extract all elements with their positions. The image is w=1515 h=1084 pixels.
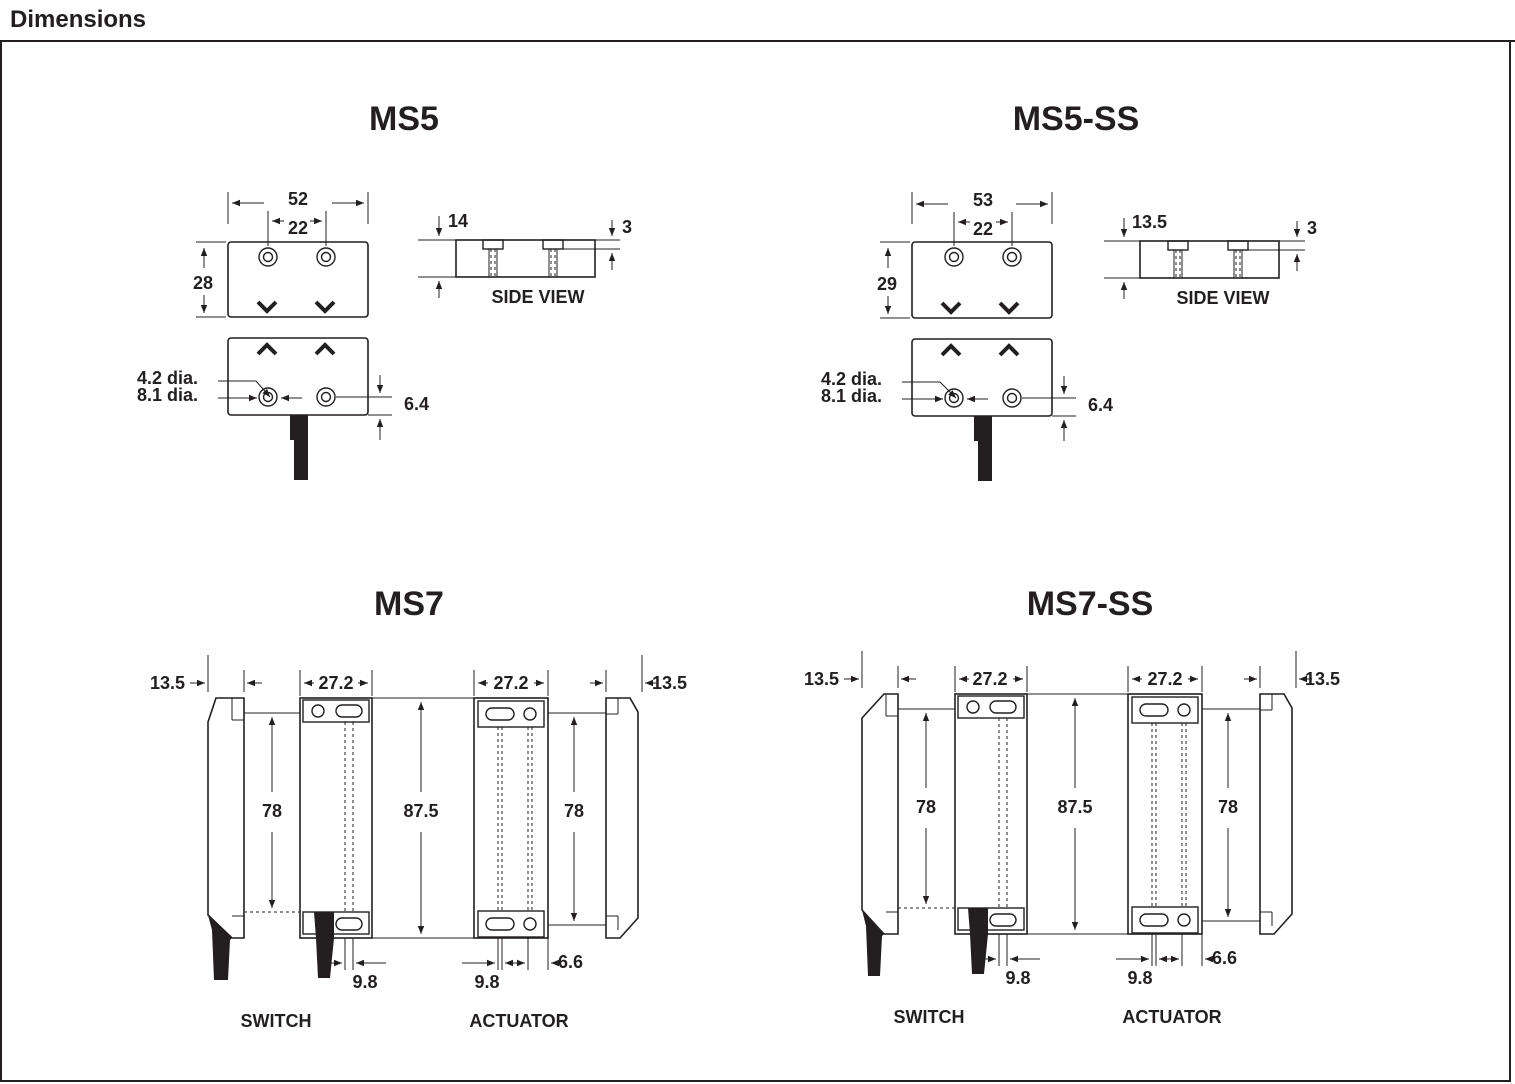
ms7ss-switch-label: SWITCH — [894, 1007, 965, 1027]
ms5-cable-boot — [290, 415, 308, 440]
ms5ss-dia-large-label: 8.1 dia. — [821, 386, 882, 406]
ms7ss-left-cable — [862, 910, 884, 976]
ms7ss-switch-body — [954, 693, 1028, 935]
ms5ss-width-label: 53 — [973, 190, 993, 210]
ms7ss-title: MS7-SS — [1027, 585, 1154, 623]
ms7ss-center-height-label: 87.5 — [1057, 797, 1092, 817]
ms5ss-title: MS5-SS — [1013, 100, 1140, 138]
ms5-offset-label: 6.4 — [404, 394, 429, 414]
ms5-side-body — [455, 239, 596, 278]
chevron-down-icon — [940, 301, 962, 315]
ms7ss-drawing: MS7-SS 13.5 — [804, 585, 1340, 1027]
ms7ss-actuator-body — [1127, 693, 1203, 935]
ms5ss-side-view-label: SIDE VIEW — [1176, 288, 1269, 308]
ms7-switch-cable — [314, 912, 334, 978]
ms5-cable — [294, 438, 308, 480]
ms5-hole-outer — [316, 247, 336, 267]
chevron-down-icon — [998, 301, 1020, 315]
panel-header: Dimensions — [0, 0, 1515, 42]
ms5-hole-inner — [262, 251, 274, 263]
chevron-up-icon — [256, 342, 278, 356]
ms5ss-switch-body — [911, 241, 1053, 319]
ms7ss-right-depth-label: 13.5 — [1305, 669, 1340, 689]
ms7-actuator-hole-label: 9.8 — [474, 972, 499, 992]
ms7-drawing: MS7 — [150, 585, 687, 1031]
ms5ss-dia-small-label: 4.2 dia. — [821, 369, 882, 389]
ms7-left-height-label: 78 — [262, 801, 282, 821]
ms5-dia-large-label: 8.1 dia. — [137, 385, 198, 405]
ms5-width-label: 52 — [288, 189, 308, 209]
ms5-actuator-body — [227, 337, 369, 416]
ms5-side-top-label: 3 — [622, 217, 632, 237]
ms7-switch-width-label: 27.2 — [318, 673, 353, 693]
ms7ss-actuator-hole-label: 9.8 — [1127, 968, 1152, 988]
ms7-right-height-label: 78 — [564, 801, 584, 821]
chevron-up-icon — [314, 342, 336, 356]
ms7-actuator-label: ACTUATOR — [469, 1011, 568, 1031]
ms7ss-actuator-edge-label: 6.6 — [1212, 948, 1237, 968]
ms5ss-actuator-body — [911, 338, 1053, 417]
ms5-side-view-label: SIDE VIEW — [491, 287, 584, 307]
ms7-right-block — [605, 697, 639, 939]
ms5ss-side-height-label: 13.5 — [1132, 212, 1167, 232]
ms7-title: MS7 — [374, 585, 444, 623]
ms7ss-right-block — [1259, 693, 1293, 935]
ms5-hole-inner — [320, 251, 332, 263]
ms7ss-left-depth-label: 13.5 — [804, 669, 839, 689]
ms5ss-drawing: MS5-SS 53 22 29 13.5 — [821, 100, 1317, 481]
ms5ss-offset-label: 6.4 — [1088, 395, 1113, 415]
ms7-left-cable — [208, 915, 232, 980]
ms7-left-block — [207, 697, 245, 939]
ms7-actuator-body — [473, 697, 549, 939]
ms7-left-depth-label: 13.5 — [150, 673, 185, 693]
panel-title: Dimensions — [10, 6, 147, 33]
ms7ss-right-height-label: 78 — [1218, 797, 1238, 817]
ms5ss-cable-boot — [974, 416, 992, 441]
ms5-spacing-label: 22 — [288, 218, 308, 238]
chevron-down-icon — [314, 300, 336, 314]
ms5ss-spacing-label: 22 — [973, 219, 993, 239]
ms7ss-left-height-label: 78 — [916, 797, 936, 817]
ms5-height-label: 28 — [193, 273, 213, 293]
ms5-drawing: MS5 52 22 28 — [137, 100, 632, 480]
ms5-switch-body — [227, 241, 369, 318]
ms7ss-switch-hole-label: 9.8 — [1005, 968, 1030, 988]
chevron-down-icon — [256, 300, 278, 314]
ms5ss-side-top-label: 3 — [1307, 218, 1317, 238]
ms5-dia-small-label: 4.2 dia. — [137, 368, 198, 388]
chevron-up-icon — [998, 343, 1020, 357]
ms5-title: MS5 — [369, 100, 439, 138]
ms7ss-switch-cable — [968, 908, 988, 974]
ms7ss-switch-width-label: 27.2 — [972, 669, 1007, 689]
ms7-right-depth-label: 13.5 — [652, 673, 687, 693]
ms7ss-actuator-width-label: 27.2 — [1147, 669, 1182, 689]
ms7-actuator-edge-label: 6.6 — [558, 952, 583, 972]
ms5ss-side-body — [1139, 240, 1280, 279]
ms5ss-height-label: 29 — [877, 274, 897, 294]
ms7-switch-body — [299, 697, 373, 939]
ms7-switch-hole-label: 9.8 — [352, 972, 377, 992]
ms7-center-height-label: 87.5 — [403, 801, 438, 821]
ms7ss-left-block — [861, 693, 899, 935]
chevron-up-icon — [940, 343, 962, 357]
ms5-side-height-label: 14 — [448, 211, 468, 231]
ms7-actuator-width-label: 27.2 — [493, 673, 528, 693]
ms5-hole-outer — [258, 247, 278, 267]
ms5ss-cable — [978, 439, 992, 481]
ms7-switch-label: SWITCH — [241, 1011, 312, 1031]
ms7ss-actuator-label: ACTUATOR — [1122, 1007, 1221, 1027]
